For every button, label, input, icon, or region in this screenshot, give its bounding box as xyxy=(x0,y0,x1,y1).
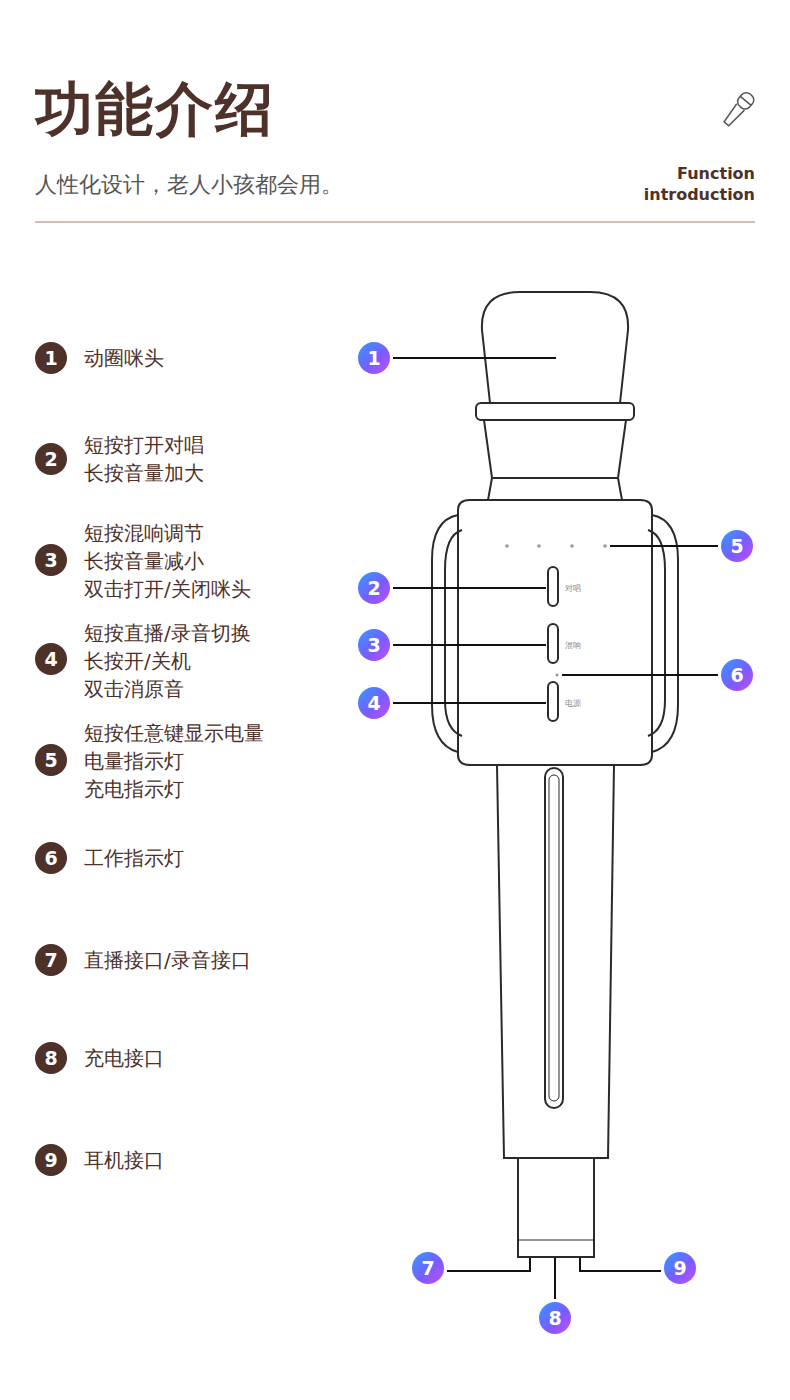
number-badge: 3 xyxy=(358,629,390,661)
function-description: 耳机接口 xyxy=(84,1146,164,1174)
function-item: 9耳机接口 xyxy=(35,1144,67,1176)
function-item: 7直播接口/录音接口 xyxy=(35,944,67,976)
function-description: 双击消原音 xyxy=(84,675,184,703)
function-description: 双击打开/关闭咪头 xyxy=(84,575,251,603)
function-description: 工作指示灯 xyxy=(84,844,184,872)
number-badge: 2 xyxy=(35,443,67,475)
number-badge: 7 xyxy=(412,1252,444,1284)
english-subtitle: Function introduction xyxy=(615,163,755,205)
function-item: 5短按任意键显示电量电量指示灯充电指示灯 xyxy=(35,744,67,776)
function-description: 电量指示灯 xyxy=(84,747,184,775)
button-label: 电源 xyxy=(565,698,581,710)
number-badge: 3 xyxy=(35,544,67,576)
number-badge: 6 xyxy=(35,842,67,874)
function-description: 短按直播/录音切换 xyxy=(84,619,251,647)
callout-number: 4 xyxy=(358,687,390,719)
function-description: 充电指示灯 xyxy=(84,775,184,803)
function-description: 短按混响调节 xyxy=(84,519,204,547)
function-description: 短按打开对唱 xyxy=(84,431,204,459)
function-item: 8充电接口 xyxy=(35,1042,67,1074)
number-badge: 9 xyxy=(35,1144,67,1176)
number-badge: 1 xyxy=(358,342,390,374)
number-badge: 9 xyxy=(664,1252,696,1284)
function-description: 长按音量减小 xyxy=(84,547,204,575)
number-badge: 8 xyxy=(35,1042,67,1074)
function-description: 直播接口/录音接口 xyxy=(84,946,251,974)
number-badge: 5 xyxy=(35,744,67,776)
button-label: 对唱 xyxy=(565,583,581,595)
number-badge: 4 xyxy=(358,687,390,719)
function-description: 动圈咪头 xyxy=(84,344,164,372)
callout-number: 8 xyxy=(539,1302,571,1334)
number-badge: 5 xyxy=(721,530,753,562)
number-badge: 4 xyxy=(35,643,67,675)
function-item: 6工作指示灯 xyxy=(35,842,67,874)
number-badge: 2 xyxy=(358,572,390,604)
number-badge: 1 xyxy=(35,342,67,374)
function-description: 长按开/关机 xyxy=(84,647,191,675)
number-badge: 8 xyxy=(539,1302,571,1334)
subtitle: 人性化设计，老人小孩都会用。 xyxy=(35,170,343,200)
function-description: 充电接口 xyxy=(84,1044,164,1072)
function-item: 2短按打开对唱长按音量加大 xyxy=(35,443,67,475)
button-label: 混响 xyxy=(565,640,581,652)
callout-number: 1 xyxy=(358,342,390,374)
callout-number: 3 xyxy=(358,629,390,661)
page-title: 功能介绍 xyxy=(35,74,275,144)
number-badge: 6 xyxy=(721,659,753,691)
function-description: 长按音量加大 xyxy=(84,459,204,487)
callout-number: 6 xyxy=(721,659,753,691)
callout-number: 2 xyxy=(358,572,390,604)
callout-number: 7 xyxy=(412,1252,444,1284)
callout-number: 5 xyxy=(721,530,753,562)
function-item: 1动圈咪头 xyxy=(35,342,67,374)
function-description: 短按任意键显示电量 xyxy=(84,719,264,747)
function-item: 3短按混响调节长按音量减小双击打开/关闭咪头 xyxy=(35,544,67,576)
callout-number: 9 xyxy=(664,1252,696,1284)
number-badge: 7 xyxy=(35,944,67,976)
function-item: 4短按直播/录音切换长按开/关机双击消原音 xyxy=(35,643,67,675)
